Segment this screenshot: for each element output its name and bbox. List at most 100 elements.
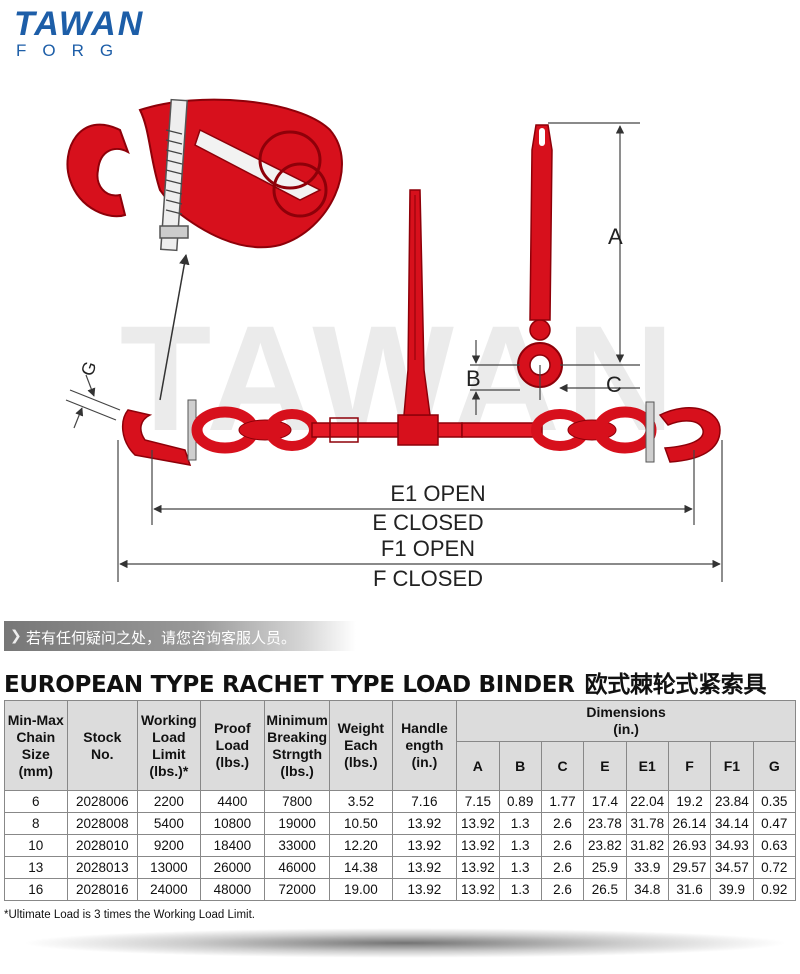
decorative-shadow xyxy=(20,928,790,958)
dimension-g-label: G xyxy=(77,359,101,379)
col-header-g: G xyxy=(752,741,797,791)
table-cell: 39.9 xyxy=(710,878,754,901)
table-cell: 31.82 xyxy=(625,834,669,857)
table-cell: 5400 xyxy=(137,812,201,835)
table-cell: 19000 xyxy=(264,812,331,835)
table-cell: 10 xyxy=(4,834,68,857)
table-cell: 0.35 xyxy=(752,790,797,813)
load-binder-diagram: TAWAN xyxy=(65,98,723,591)
table-cell: 2028016 xyxy=(66,878,139,901)
logo-wordmark: TAWAN xyxy=(14,5,145,43)
notice-banner: ❯ 若有任何疑问之处，请您咨询客服人员。 xyxy=(4,621,356,651)
table-cell: 1.3 xyxy=(498,856,542,879)
table-cell: 13000 xyxy=(137,856,201,879)
dimension-f1-label: F1 OPEN xyxy=(381,536,475,561)
table-cell: 2.6 xyxy=(540,878,585,901)
table-cell: 7800 xyxy=(264,790,331,813)
table-cell: 23.82 xyxy=(583,834,627,857)
table-cell: 33000 xyxy=(264,834,331,857)
table-cell: 13 xyxy=(4,856,68,879)
table-cell: 2028006 xyxy=(66,790,139,813)
table-cell: 3.52 xyxy=(329,790,393,813)
table-cell: 26.14 xyxy=(667,812,712,835)
table-cell: 1.3 xyxy=(498,878,542,901)
table-cell: 34.8 xyxy=(625,878,669,901)
table-cell: 33.9 xyxy=(625,856,669,879)
table-cell: 31.6 xyxy=(667,878,712,901)
hook-detail-illustration xyxy=(66,98,343,252)
table-cell: 0.47 xyxy=(752,812,797,835)
table-cell: 19.00 xyxy=(329,878,393,901)
table-cell: 10800 xyxy=(199,812,266,835)
col-header-a: A xyxy=(456,741,500,791)
notice-text: 若有任何疑问之处，请您咨询客服人员。 xyxy=(26,629,297,647)
table-cell: 17.4 xyxy=(583,790,627,813)
table-cell: 7.15 xyxy=(456,790,500,813)
table-cell: 13.92 xyxy=(391,856,458,879)
table-cell: 23.84 xyxy=(710,790,754,813)
col-header-f: F xyxy=(667,741,712,791)
table-cell: 13.92 xyxy=(456,812,500,835)
dimension-e-label: E CLOSED xyxy=(372,510,483,535)
dimension-lines xyxy=(65,122,723,582)
product-title: EUROPEAN TYPE RACHET TYPE LOAD BINDER 欧式棘… xyxy=(4,665,800,699)
table-cell: 2028010 xyxy=(66,834,139,857)
table-cell: 2028008 xyxy=(66,812,139,835)
col-header-dimensions: Dimensions(in.) xyxy=(456,700,796,742)
table-cell: 4400 xyxy=(199,790,266,813)
table-cell: 12.20 xyxy=(329,834,393,857)
table-cell: 29.57 xyxy=(667,856,712,879)
table-cell: 24000 xyxy=(137,878,201,901)
table-cell: 2.6 xyxy=(540,812,585,835)
table-cell: 23.78 xyxy=(583,812,627,835)
table-cell: 13.92 xyxy=(391,834,458,857)
table-cell: 31.78 xyxy=(625,812,669,835)
table-cell: 2028013 xyxy=(66,856,139,879)
table-cell: 0.72 xyxy=(752,856,797,879)
product-title-en: EUROPEAN TYPE RACHET TYPE LOAD BINDER xyxy=(4,672,575,698)
brand-logo: TAWAN FORG xyxy=(14,6,174,64)
table-cell: 13.92 xyxy=(456,834,500,857)
table-cell: 2200 xyxy=(137,790,201,813)
table-cell: 34.14 xyxy=(710,812,754,835)
table-cell: 6 xyxy=(4,790,68,813)
dimension-b-label: B xyxy=(466,366,481,391)
detail-pointer-arrow xyxy=(159,253,190,401)
table-cell: 0.89 xyxy=(498,790,542,813)
col-header-b: B xyxy=(498,741,542,791)
table-cell: 22.04 xyxy=(625,790,669,813)
product-title-cn: 欧式棘轮式紧索具 xyxy=(584,672,767,698)
table-cell: 2.6 xyxy=(540,856,585,879)
table-cell: 18400 xyxy=(199,834,266,857)
dimension-a-label: A xyxy=(608,224,623,249)
table-cell: 2.6 xyxy=(540,834,585,857)
col-header-c: C xyxy=(540,741,585,791)
table-cell: 16 xyxy=(4,878,68,901)
table-cell: 13.92 xyxy=(391,878,458,901)
table-cell: 19.2 xyxy=(667,790,712,813)
col-header-f1: F1 xyxy=(710,741,754,791)
table-cell: 1.77 xyxy=(540,790,585,813)
table-cell: 72000 xyxy=(264,878,331,901)
logo-subline: FORG xyxy=(16,41,130,60)
table-cell: 34.93 xyxy=(710,834,754,857)
table-cell: 1.3 xyxy=(498,834,542,857)
table-cell: 14.38 xyxy=(329,856,393,879)
col-header-e: E xyxy=(583,741,627,791)
dimension-e1-label: E1 OPEN xyxy=(390,481,485,506)
table-cell: 13.92 xyxy=(456,856,500,879)
chevron-right-icon: ❯ xyxy=(10,627,22,643)
table-cell: 26.5 xyxy=(583,878,627,901)
